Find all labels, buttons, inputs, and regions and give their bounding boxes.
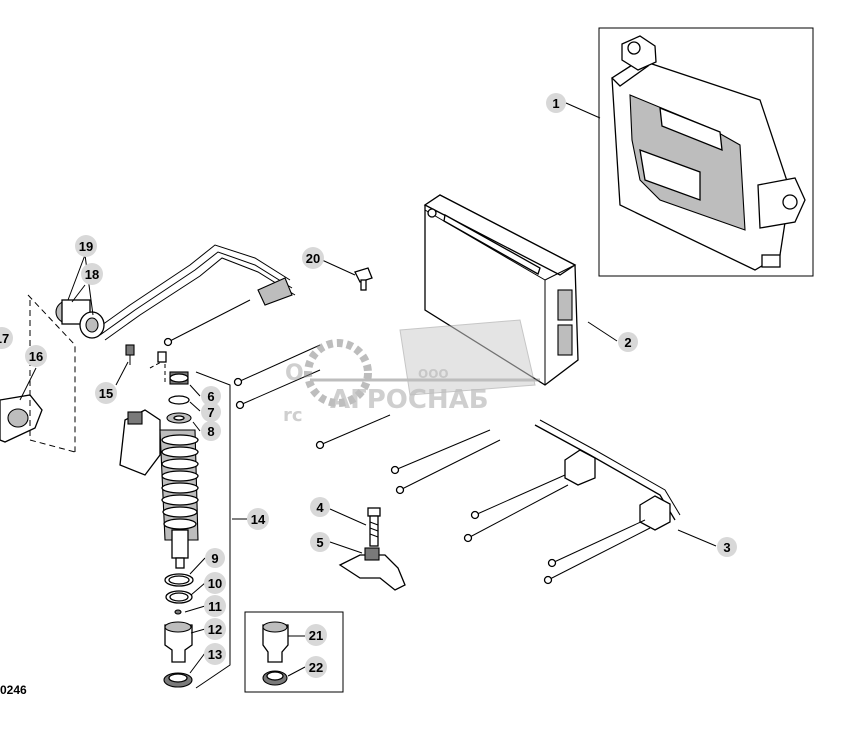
callout-19: 19 (75, 235, 97, 257)
bolt-and-clamp (338, 507, 406, 591)
callout-15: 15 (95, 382, 117, 404)
callout-10: 10 (204, 572, 226, 594)
callout-20: 20 (302, 247, 324, 269)
nozzle-inset (244, 611, 344, 693)
svg-text:8: 8 (207, 424, 214, 439)
small-nut (125, 344, 167, 385)
callout-2: 2 (618, 332, 638, 352)
wiring-harness (315, 414, 681, 585)
injector-harness-tubes (94, 244, 321, 410)
watermark-prefix: ООО (418, 367, 449, 381)
svg-text:11: 11 (208, 599, 222, 614)
callout-16: 16 (25, 345, 47, 367)
svg-text:2: 2 (624, 335, 631, 350)
svg-text:7: 7 (207, 405, 214, 420)
callout-4: 4 (310, 497, 330, 517)
svg-text:10: 10 (208, 576, 222, 591)
callout-3: 3 (717, 537, 737, 557)
callout-6: 6 (201, 386, 221, 406)
ecu-unit (423, 194, 579, 386)
leader-lines (19, 102, 717, 677)
callout-18: 18 (81, 263, 103, 285)
svg-text:1: 1 (552, 96, 559, 111)
callout-1: 1 (546, 93, 566, 113)
watermark: ООО АГРОСНАБ О rc (283, 319, 540, 426)
svg-text:9: 9 (211, 551, 218, 566)
svg-text:22: 22 (309, 660, 323, 675)
svg-text:20: 20 (306, 251, 320, 266)
callout-11: 11 (204, 595, 226, 617)
svg-text:18: 18 (85, 267, 99, 282)
svg-text:12: 12 (208, 622, 222, 637)
callout-13: 13 (204, 643, 226, 665)
gasket-plate (0, 294, 76, 453)
callout-17: 17 (0, 327, 13, 349)
callout-9: 9 (205, 548, 225, 568)
svg-text:5: 5 (316, 535, 323, 550)
svg-text:4: 4 (316, 500, 324, 515)
svg-text:6: 6 (207, 389, 214, 404)
watermark-fragment-right: rc (283, 405, 303, 426)
fuel-injector (119, 371, 231, 689)
callouts: 1 2 3 4 5 6 7 8 9 10 11 12 13 14 15 16 1… (0, 93, 737, 678)
callout-22: 22 (305, 656, 327, 678)
watermark-fragment-left: О (285, 361, 304, 386)
injector-coils (161, 434, 199, 530)
watermark-name: АГРОСНАБ (330, 385, 489, 415)
callout-14: 14 (247, 508, 269, 530)
callout-8: 8 (201, 421, 221, 441)
svg-text:14: 14 (251, 512, 266, 527)
svg-text:16: 16 (29, 349, 43, 364)
ecu-detail-inset (598, 27, 814, 277)
callout-7: 7 (201, 402, 221, 422)
svg-text:15: 15 (99, 386, 113, 401)
small-fitting (354, 267, 373, 291)
callout-12: 12 (204, 618, 226, 640)
svg-text:17: 17 (0, 331, 9, 346)
svg-text:19: 19 (79, 239, 93, 254)
svg-text:21: 21 (309, 628, 323, 643)
figure-id-label: 0246 (0, 683, 27, 697)
svg-text:3: 3 (723, 540, 730, 555)
harness-connector (55, 299, 105, 339)
callout-5: 5 (310, 532, 330, 552)
callout-21: 21 (305, 624, 327, 646)
svg-text:13: 13 (208, 647, 222, 662)
